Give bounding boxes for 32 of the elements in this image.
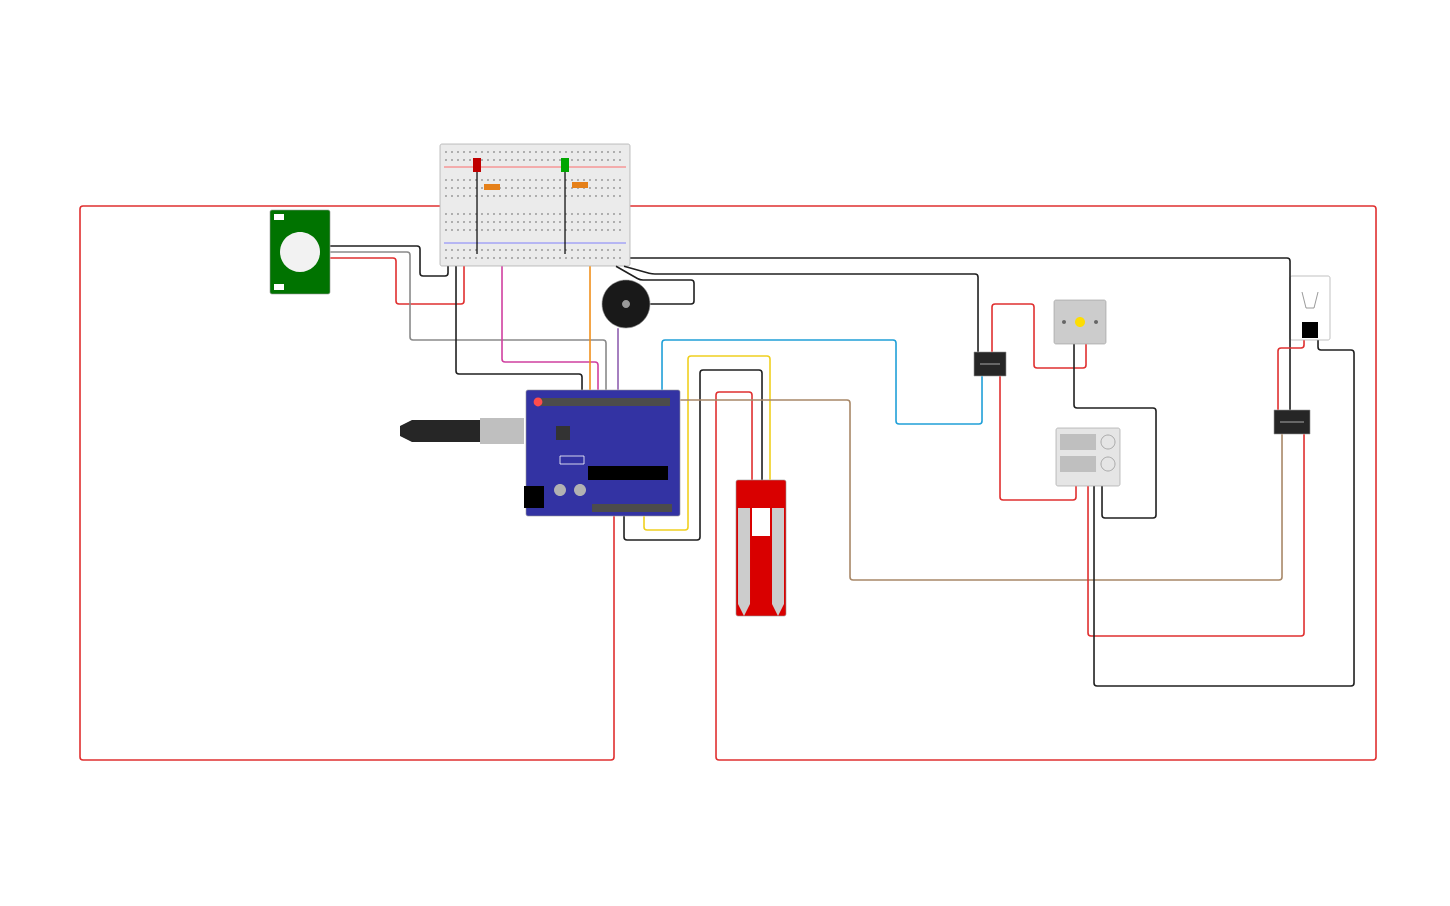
wire xyxy=(501,265,599,391)
relay-drawing xyxy=(1273,409,1311,435)
breadboard-drawing xyxy=(439,143,631,267)
relay-drawing xyxy=(973,351,1007,377)
microcontroller-board-drawing xyxy=(524,389,681,517)
wire xyxy=(79,205,615,761)
power-supply-drawing xyxy=(1055,427,1121,487)
wire xyxy=(661,339,983,425)
wire xyxy=(999,375,1077,501)
wire xyxy=(589,265,591,391)
wire xyxy=(991,303,1087,369)
buzzer-drawing xyxy=(601,279,651,329)
motor-drawing xyxy=(1053,299,1107,345)
wire xyxy=(643,355,771,531)
wire xyxy=(329,257,465,305)
wire xyxy=(679,399,1283,581)
wire xyxy=(329,251,607,391)
light-bulb-drawing xyxy=(1289,275,1331,341)
wire xyxy=(455,265,583,391)
wire xyxy=(1087,433,1305,637)
wire xyxy=(629,205,1377,761)
wire xyxy=(1073,343,1157,519)
soil-sensor-drawing xyxy=(735,479,787,617)
wire xyxy=(615,265,695,305)
wire xyxy=(617,327,619,391)
wire xyxy=(329,245,449,277)
motion-sensor-drawing xyxy=(269,209,331,295)
wire xyxy=(629,257,1291,411)
wire xyxy=(1093,339,1355,687)
wire xyxy=(1277,339,1305,411)
wire xyxy=(623,265,979,353)
wire xyxy=(623,369,763,541)
